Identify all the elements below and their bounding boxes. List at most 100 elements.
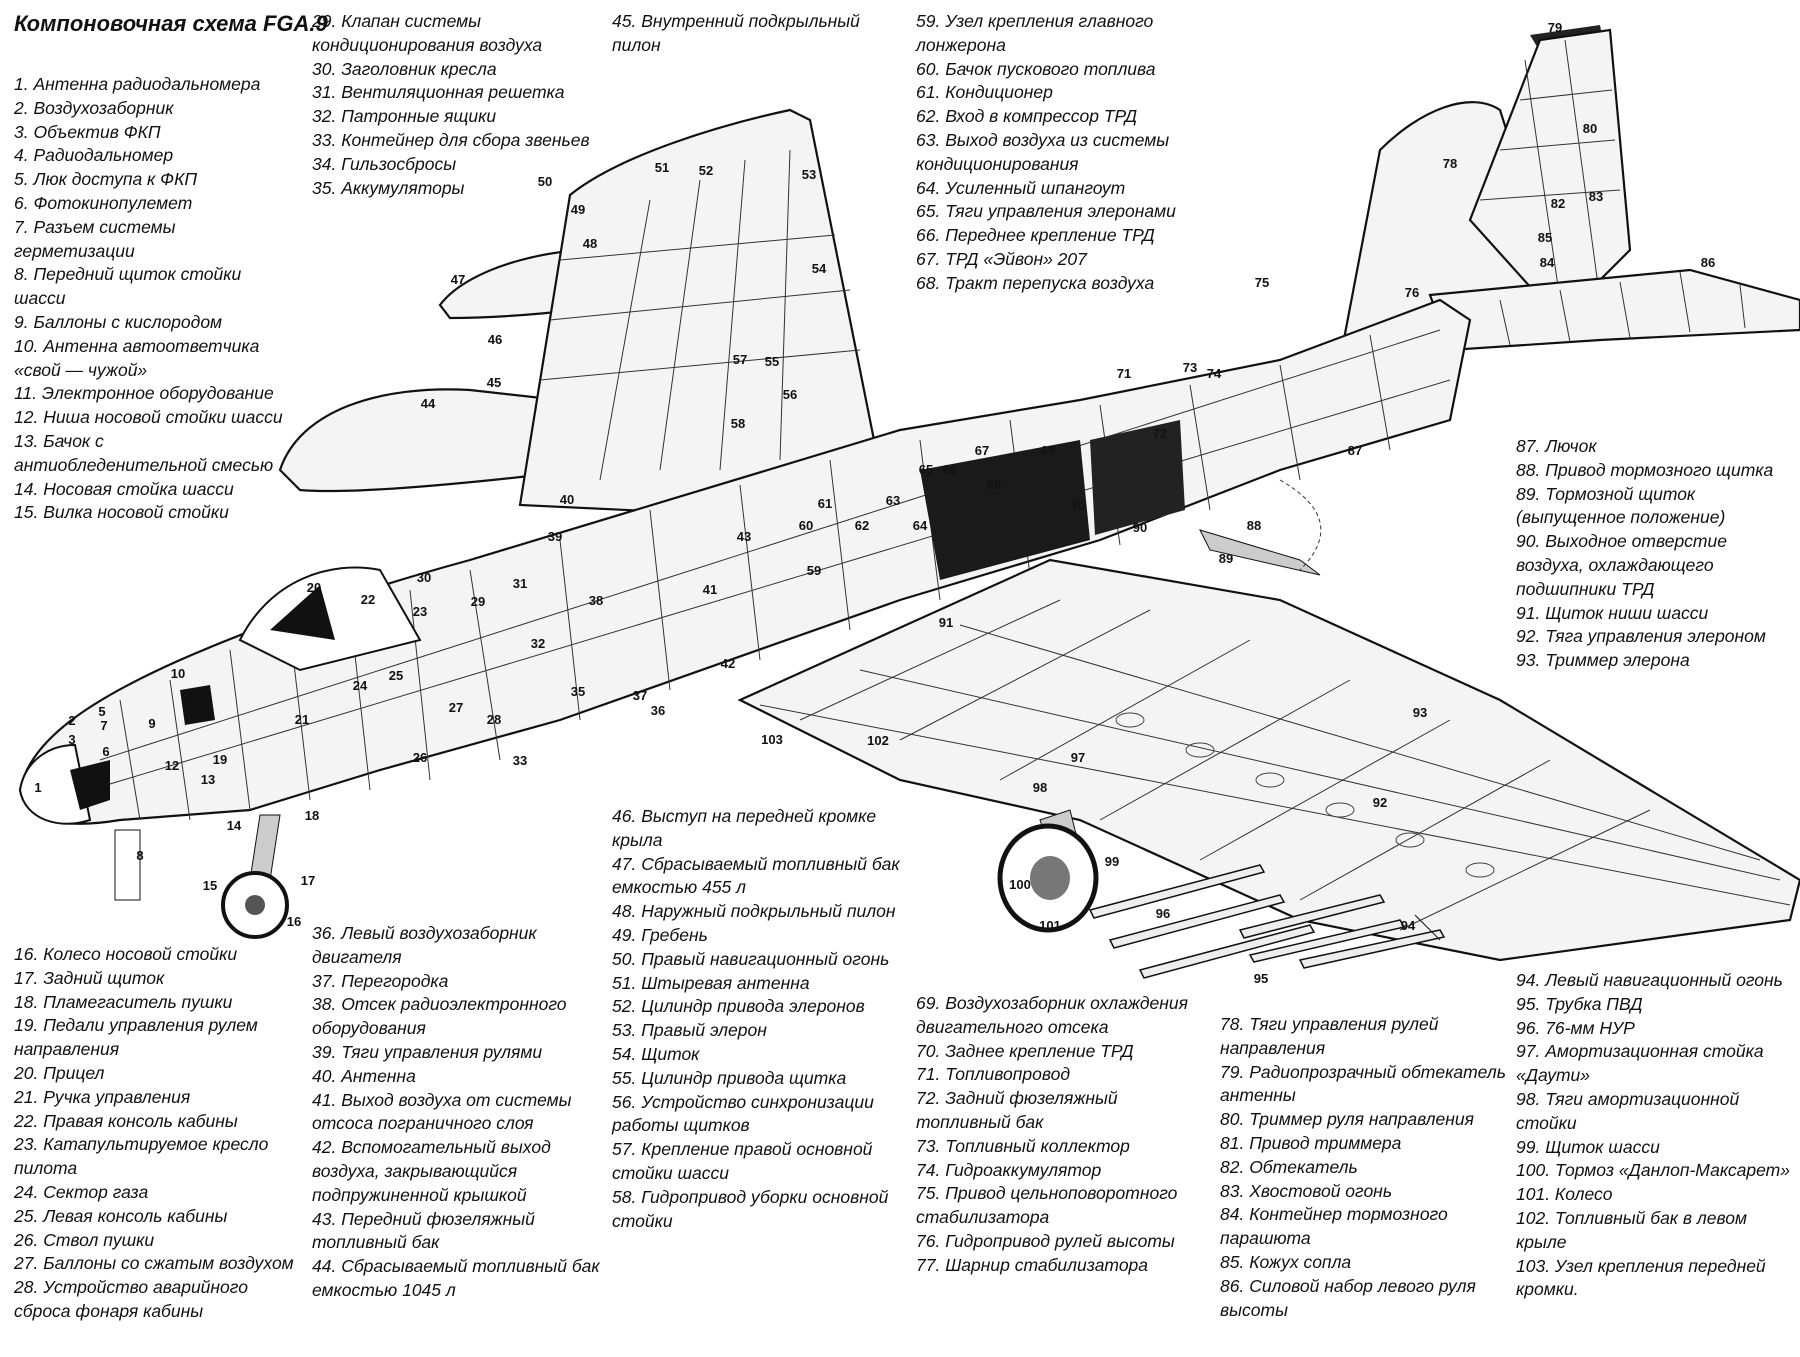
callout-number: 31 xyxy=(513,576,527,591)
callout-number: 15 xyxy=(203,878,217,893)
legend-item: 5. Люк доступа к ФКП xyxy=(14,169,198,190)
callout-number: 1 xyxy=(34,780,41,795)
callout-number: 39 xyxy=(548,529,562,544)
callout-number: 73 xyxy=(1183,360,1197,375)
main-landing-gear xyxy=(997,809,1099,933)
callout-number: 49 xyxy=(571,202,585,217)
callout-number: 103 xyxy=(761,732,783,747)
callout-number: 80 xyxy=(1583,121,1597,136)
legend-item: 54. Щиток xyxy=(612,1043,700,1064)
legend-item: 80. Триммер руля направления xyxy=(1220,1109,1474,1130)
pitot-tube xyxy=(1414,914,1441,941)
callout-number: 13 xyxy=(201,772,215,787)
callout-number: 50 xyxy=(538,174,552,189)
legend-item: 37. Перегородка xyxy=(312,970,449,991)
callout-number: 61 xyxy=(818,496,832,511)
legend-item: 89. Тормозной щиток (выпущенное положени… xyxy=(1516,483,1726,528)
callout-number: 54 xyxy=(812,261,827,276)
callout-number: 42 xyxy=(721,656,735,671)
legend-item: 96. 76-мм НУР xyxy=(1516,1017,1635,1038)
nose-landing-gear xyxy=(114,814,289,939)
legend-item: 12. Ниша носовой стойки шасси xyxy=(14,407,283,428)
callout-number: 6 xyxy=(102,744,109,759)
legend-item: 8. Передний щиток стойки шасси xyxy=(14,264,242,309)
legend-item: 16. Колесо носовой стойки xyxy=(14,944,238,964)
legend-item: 97. Амортизационная стойка «Даути» xyxy=(1516,1041,1764,1086)
legend-item: 43. Передний фюзеляжный топливный бак xyxy=(312,1208,535,1253)
callout-number: 25 xyxy=(389,668,403,683)
legend-column-3: 45. Внутренний подкрыльный пилон xyxy=(612,10,912,58)
callout-number: 55 xyxy=(765,354,779,369)
legend-item: 39. Тяги управления рулями xyxy=(312,1041,543,1062)
callout-number: 51 xyxy=(655,160,669,175)
legend-item: 30. Заголовник кресла xyxy=(312,58,497,79)
legend-item: 81. Привод триммера xyxy=(1220,1132,1402,1153)
callout-number: 3 xyxy=(68,732,75,747)
legend-item: 79. Радиопрозрачный обтекатель антенны xyxy=(1220,1061,1506,1106)
legend-item: 3. Объектив ФКП xyxy=(14,121,161,142)
legend-item: 10. Антенна автоответчика «свой — чужой» xyxy=(14,335,260,380)
legend-item: 71. Топливопровод xyxy=(916,1064,1070,1085)
legend-column-9: 69. Воздухозаборник охлаждения двигатель… xyxy=(916,992,1206,1278)
callout-number: 95 xyxy=(1254,971,1268,986)
legend-item: 101. Колесо xyxy=(1516,1184,1613,1205)
legend-item: 94. Левый навигационный огонь xyxy=(1516,970,1783,990)
legend-item: 61. Кондиционер xyxy=(916,82,1053,103)
callout-number: 26 xyxy=(413,750,427,765)
callout-number: 41 xyxy=(703,582,717,597)
legend-item: 68. Тракт перепуска воздуха xyxy=(916,272,1155,293)
callout-number: 97 xyxy=(1071,750,1085,765)
callout-number: 12 xyxy=(165,758,179,773)
callout-number: 21 xyxy=(295,712,309,727)
diagram-title: Компоновочная схема FGA.9 xyxy=(14,10,328,37)
legend-item: 103. Узел крепления передней кромки. xyxy=(1516,1255,1766,1300)
legend-item: 25. Левая консоль кабины xyxy=(14,1205,228,1226)
callout-number: 22 xyxy=(361,592,375,607)
legend-item: 1. Антенна радиодальномера xyxy=(14,74,261,94)
callout-number: 62 xyxy=(855,518,869,533)
callout-number: 46 xyxy=(488,332,502,347)
legend-item: 77. Шарнир стабилизатора xyxy=(916,1254,1149,1275)
callout-number: 74 xyxy=(1207,366,1222,381)
callout-number: 91 xyxy=(939,615,953,630)
callout-number: 38 xyxy=(589,593,603,608)
callout-number: 59 xyxy=(807,563,821,578)
callout-number: 30 xyxy=(417,570,431,585)
callout-number: 83 xyxy=(1589,189,1603,204)
callout-number: 23 xyxy=(413,604,427,619)
legend-item: 7. Разъем системы герметизации xyxy=(14,216,176,261)
callout-number: 20 xyxy=(307,580,321,595)
callout-number: 40 xyxy=(560,492,574,507)
legend-item: 87. Лючок xyxy=(1516,436,1597,456)
legend-item: 90. Выходное отверстие воздуха, охлаждаю… xyxy=(1516,531,1727,599)
callout-number: 92 xyxy=(1373,795,1387,810)
callout-number: 4 xyxy=(84,786,92,801)
callout-number: 101 xyxy=(1039,918,1061,933)
legend-item: 85. Кожух сопла xyxy=(1220,1251,1352,1272)
callout-number: 24 xyxy=(353,678,368,693)
legend-item: 55. Цилиндр привода щитка xyxy=(612,1067,847,1088)
callout-number: 2 xyxy=(68,713,75,728)
callout-number: 65 xyxy=(919,462,933,477)
legend-item: 23. Катапультируемое кресло пилота xyxy=(14,1134,269,1179)
legend-item: 38. Отсек радиоэлектронного оборудования xyxy=(312,994,567,1039)
legend-item: 73. Топливный коллектор xyxy=(916,1135,1130,1156)
legend-item: 34. Гильзосбросы xyxy=(312,153,457,174)
callout-number: 45 xyxy=(487,375,501,390)
callout-number: 11 xyxy=(181,692,195,707)
legend-item: 44. Сбрасываемый топливный бак емкостью … xyxy=(312,1256,600,1300)
legend-item: 100. Тормоз «Данлоп-Максарет» xyxy=(1516,1160,1790,1181)
legend-item: 53. Правый элерон xyxy=(612,1020,767,1041)
callout-number: 67 xyxy=(975,443,989,458)
legend-item: 22. Правая консоль кабины xyxy=(14,1110,238,1131)
callout-number: 90 xyxy=(1133,520,1147,535)
cockpit-canopy xyxy=(238,566,422,672)
legend-item: 70. Заднее крепление ТРД xyxy=(916,1040,1134,1061)
callout-number: 99 xyxy=(1105,854,1119,869)
callout-number: 28 xyxy=(487,712,501,727)
